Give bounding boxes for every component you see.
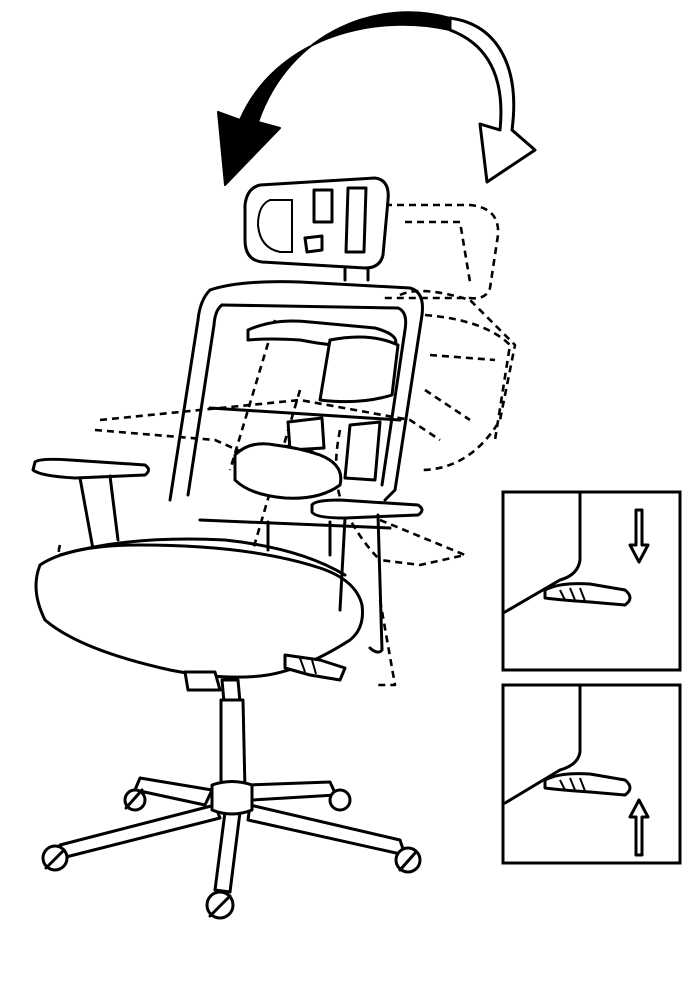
tilt-arrow	[217, 11, 537, 186]
down-arrow-icon	[628, 508, 650, 564]
tilt-lever	[283, 653, 347, 682]
headrest	[243, 176, 390, 282]
up-arrow-icon	[628, 798, 650, 857]
armrest-right	[310, 498, 424, 654]
chair-base	[41, 670, 422, 920]
inset-lever-down	[501, 490, 682, 672]
backrest	[168, 280, 424, 557]
curved-arrow-outline	[448, 16, 537, 184]
inset-lever-up	[501, 683, 682, 865]
seat	[34, 537, 364, 679]
curved-arrow-icon	[217, 11, 451, 186]
caster-wheel	[328, 788, 352, 812]
